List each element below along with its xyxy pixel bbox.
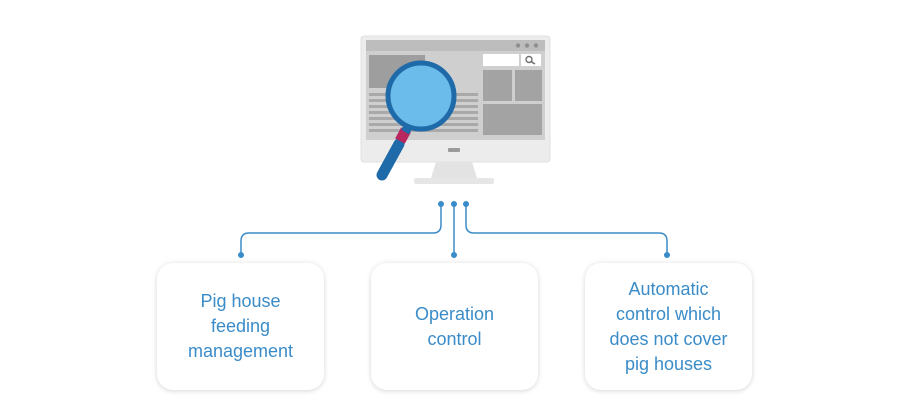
magnifying-glass-icon [376, 60, 457, 181]
magnifier-handle [376, 138, 405, 181]
pig-house-feeding-management-box: Pig house feeding management [157, 263, 324, 390]
screen-search-button [521, 54, 541, 66]
screen-grid-block-3 [483, 104, 542, 135]
connector-dot-bottom-middle [451, 252, 457, 258]
box-label: Automatic control which does not cover p… [609, 278, 728, 374]
box-label: Pig house feeding management [187, 291, 294, 361]
operation-control-box: Operation control [371, 263, 538, 390]
box-label: Operation control [414, 303, 495, 349]
connector-right [465, 204, 668, 255]
connector-dots [238, 201, 670, 258]
screen-search-box [483, 54, 519, 66]
connector-dot-bottom-right [664, 252, 670, 258]
automatic-control-box: Automatic control which does not cover p… [585, 263, 752, 390]
monitor-logo [448, 148, 460, 152]
magnifier-lens [385, 60, 457, 132]
connector-dot-top-middle [451, 201, 457, 207]
connector-dot-bottom-left [238, 252, 244, 258]
window-dot-2 [524, 43, 530, 48]
browser-title-bar [366, 40, 545, 51]
screen-search-icon [525, 55, 533, 64]
connector-dot-top-left [438, 201, 444, 207]
connector-left [240, 204, 442, 255]
connector-lines [240, 204, 668, 255]
monitor-stand-base [414, 178, 494, 184]
screen-grid-block-2 [515, 70, 542, 101]
connector-dot-top-right [463, 201, 469, 207]
screen-search-icon-handle [530, 61, 536, 65]
screen-grid-block-1 [483, 70, 512, 101]
window-dot-1 [515, 43, 521, 48]
window-dot-3 [533, 43, 539, 48]
monitor-stand-neck [431, 162, 477, 178]
